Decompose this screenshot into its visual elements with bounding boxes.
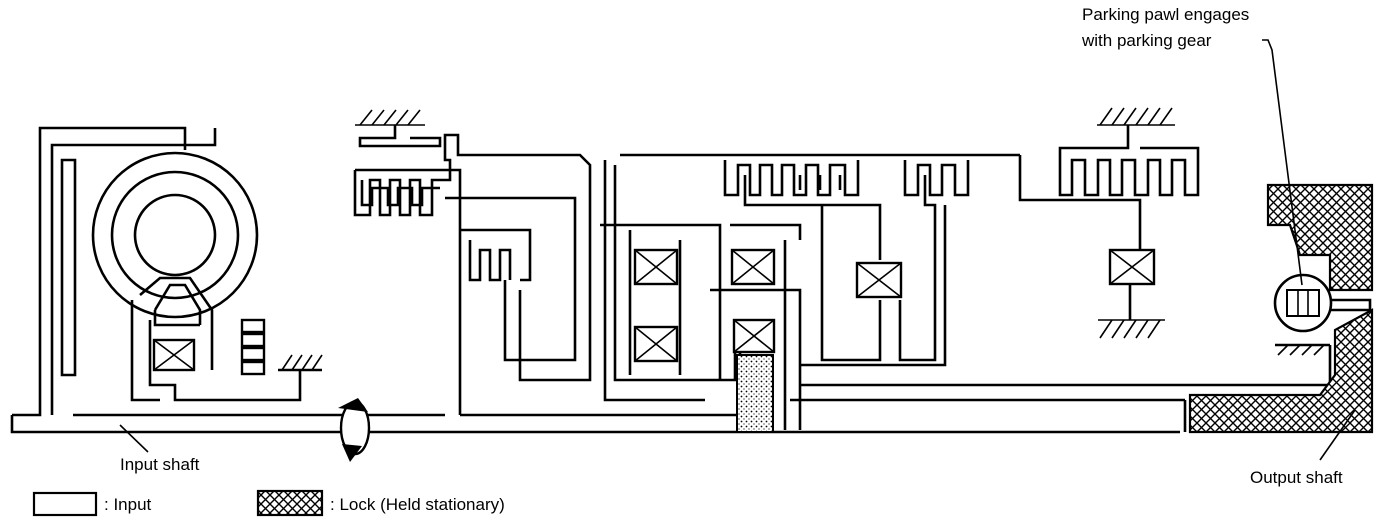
- legend-lock-swatch: [256, 489, 324, 517]
- parking-gear: [1273, 273, 1333, 356]
- middle-shaft-section: [460, 153, 1020, 433]
- front-clutch-pack: [353, 109, 592, 415]
- input-shaft-label: Input shaft: [120, 455, 200, 474]
- ground-hatch-1: [278, 354, 323, 372]
- legend-lock-label: : Lock (Held stationary): [330, 495, 505, 514]
- lock-hatch-lower: [1188, 308, 1374, 434]
- output-shaft-label: Output shaft: [1250, 468, 1343, 487]
- parking-pawl-label-line2: with parking gear: [1081, 31, 1212, 50]
- planetary-gear-set-2: [800, 155, 1142, 367]
- dotted-sleeve: [736, 354, 774, 433]
- leader-lines: [119, 39, 1356, 461]
- legend-input-swatch: [32, 491, 98, 517]
- planetary-gear-set-1: [723, 160, 903, 362]
- legend-input-label: : Input: [104, 495, 152, 514]
- rotation-arrow-icon: [338, 398, 371, 462]
- input-shaft: [10, 126, 1180, 434]
- locked-output-region: [1188, 183, 1374, 434]
- planetary-gear-set-3: [1058, 107, 1200, 339]
- lock-hatch-upper: [1266, 183, 1374, 292]
- brake-stack-1: [240, 318, 266, 376]
- parking-pawl-label-line1: Parking pawl engages: [1082, 5, 1249, 24]
- legend: : Input : Lock (Held stationary): [32, 489, 505, 517]
- torque-converter: [50, 128, 302, 415]
